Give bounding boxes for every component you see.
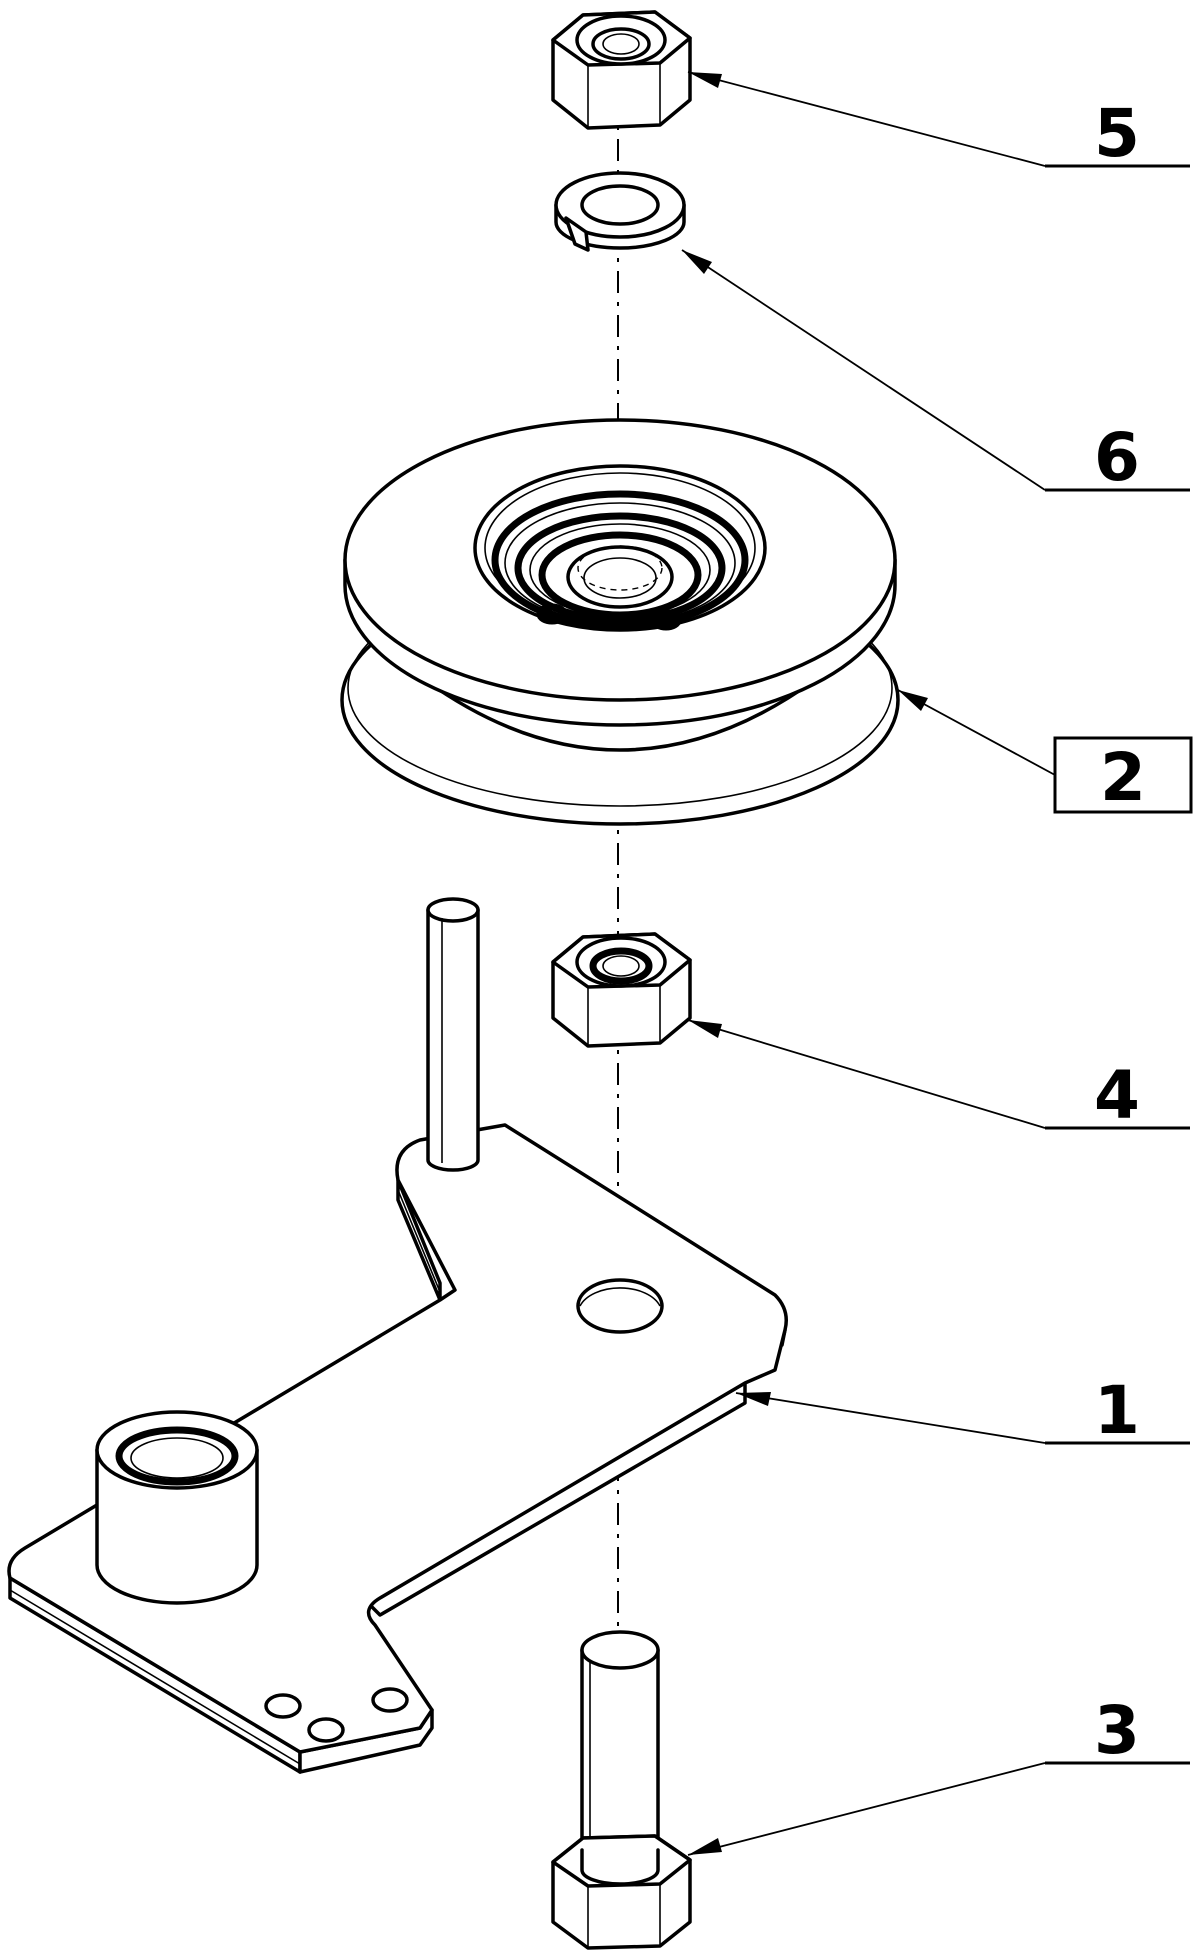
callout-label-3: 3: [1094, 1692, 1140, 1769]
part-2-pulley: [340, 418, 900, 826]
callout-5: 5: [687, 71, 1190, 172]
callout-1: 1: [735, 1372, 1190, 1449]
callout-label-6: 6: [1094, 419, 1140, 496]
callout-6: 6: [681, 249, 1190, 496]
part-6-lock-washer: [554, 171, 686, 252]
callout-2: 2: [897, 689, 1193, 816]
callout-label-4: 4: [1094, 1057, 1140, 1134]
part-1-bracket: [7, 897, 788, 1774]
callout-label-5: 5: [1094, 95, 1140, 172]
part-3-bolt: [551, 1630, 692, 1950]
callout-4: 4: [687, 1019, 1190, 1134]
part-5-top-nut: [551, 10, 692, 130]
callout-label-2: 2: [1100, 739, 1146, 816]
callout-3: 3: [687, 1692, 1190, 1856]
part-4-lower-nut: [551, 932, 692, 1048]
callout-box-2: [1053, 736, 1193, 814]
callout-label-1: 1: [1094, 1372, 1140, 1449]
